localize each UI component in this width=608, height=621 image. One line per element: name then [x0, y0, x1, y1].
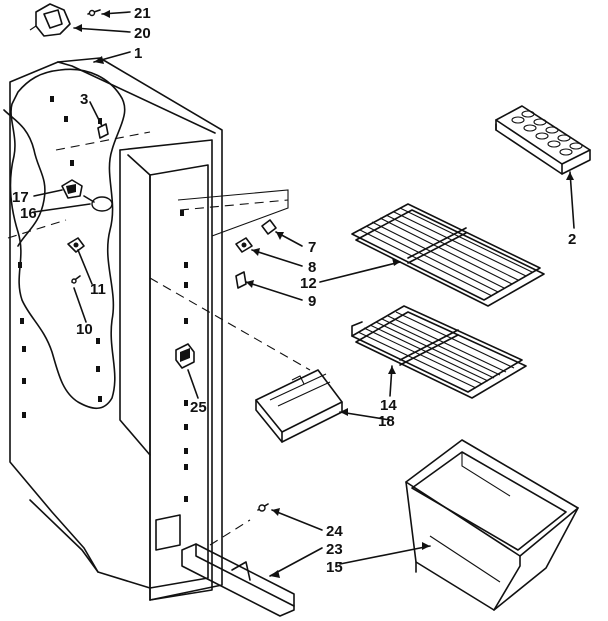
leader-lines	[33, 11, 575, 577]
callout-24: 24	[326, 523, 343, 540]
freezer-liner	[3, 57, 311, 601]
callout-18: 18	[378, 413, 395, 430]
wire-shelf-12	[351, 203, 545, 307]
callout-15: 15	[326, 559, 343, 576]
callout-8: 8	[308, 259, 316, 276]
clip-11	[67, 237, 85, 253]
callout-16: 16	[20, 205, 37, 222]
callout-17: 17	[12, 189, 29, 206]
callout-25: 25	[190, 399, 207, 416]
callout-14: 14	[380, 397, 397, 414]
clip-9	[235, 271, 247, 289]
ice-bin-15	[405, 439, 579, 611]
clip-3	[97, 123, 109, 139]
callout-9: 9	[308, 293, 316, 310]
callout-11: 11	[90, 281, 106, 298]
screw-21	[87, 9, 101, 17]
callout-23: 23	[326, 541, 343, 558]
bin-rail-23	[181, 543, 295, 617]
lamp-socket-17	[61, 179, 83, 199]
ice-cube-tray	[495, 105, 591, 175]
callout-21: 21	[134, 5, 151, 22]
callout-3: 3	[80, 91, 88, 108]
lamp-bulb-16	[83, 195, 113, 212]
callout-10: 10	[76, 321, 93, 338]
screw-24	[257, 503, 269, 512]
bracket-8	[235, 237, 253, 253]
callout-1: 1	[134, 45, 142, 62]
callout-20: 20	[134, 25, 151, 42]
hinge-25	[175, 343, 195, 369]
callout-numbers: 21 20 1 3 17 16 11 10 7 8 9 12 2 14 18 2…	[12, 5, 576, 576]
clip-7	[261, 219, 277, 235]
callout-7: 7	[308, 239, 316, 256]
callout-12: 12	[300, 275, 317, 292]
leader-arrowheads	[74, 10, 574, 578]
control-housing	[29, 3, 71, 37]
wire-shelf-14	[351, 305, 527, 399]
callout-2: 2	[568, 231, 576, 248]
screw-10	[71, 275, 81, 284]
shelf-bracket-18	[255, 369, 343, 443]
